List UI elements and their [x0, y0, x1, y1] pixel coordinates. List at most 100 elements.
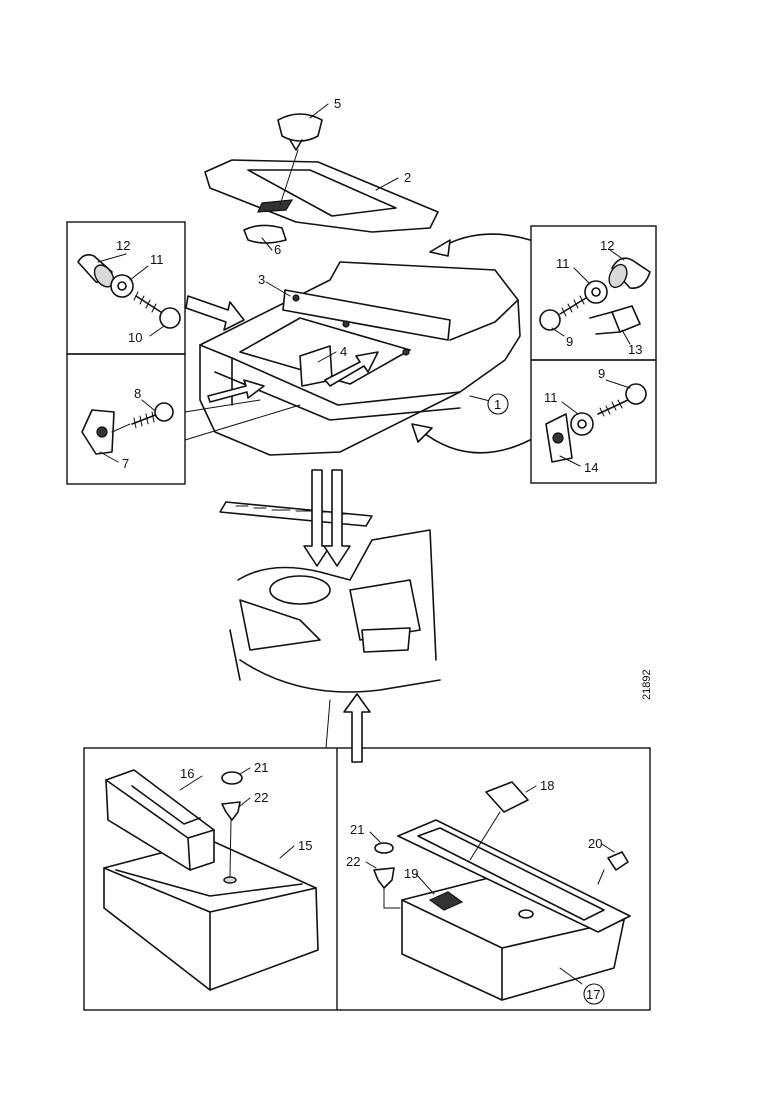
callout-11-left: 11 [150, 252, 164, 267]
door-panel [349, 579, 421, 641]
assembly-line [184, 399, 261, 413]
callout-11-right-top: 11 [556, 256, 570, 271]
hinged-lid [397, 819, 631, 933]
tray-insert-edges [105, 779, 215, 871]
cap [221, 771, 243, 785]
inset-bottom-left-frame [66, 353, 186, 485]
rail-hole [402, 348, 410, 356]
callout-16: 16 [180, 766, 194, 781]
cab-frame [237, 529, 437, 661]
tray-box-hole [223, 876, 237, 884]
spacer-sleeve-end [608, 263, 628, 289]
callout-11-right-bottom: 11 [544, 390, 558, 405]
callout-2: 2 [404, 170, 411, 185]
console-strip-detail [235, 505, 353, 515]
latch-stem [289, 139, 303, 151]
assembly-line [111, 423, 131, 433]
callout-17-circle [583, 983, 605, 1005]
assembly-line [383, 887, 401, 909]
lid-clip [243, 224, 287, 244]
callout-1-circle [487, 393, 509, 415]
screw-head [539, 309, 561, 331]
screw-shaft [131, 413, 159, 425]
storage-unit [184, 261, 521, 456]
inset-bottom-left-parts [81, 402, 174, 455]
screw-head [154, 402, 174, 422]
washer-hole [577, 419, 587, 429]
callout-leaders [97, 103, 631, 985]
callout-21-left: 21 [254, 760, 268, 775]
lid-recess [247, 169, 397, 217]
callout-15: 15 [298, 838, 312, 853]
hinge-bracket [428, 891, 464, 911]
screw-shaft [559, 297, 587, 315]
callout-3: 3 [258, 272, 265, 287]
callout-13: 13 [628, 342, 642, 357]
callout-17: 17 [586, 987, 600, 1002]
screw [607, 851, 629, 871]
screw-thread [133, 411, 155, 429]
callout-18: 18 [540, 778, 554, 793]
plug [221, 801, 241, 821]
box-hole [518, 909, 534, 919]
storage-unit-side-edge [449, 299, 519, 341]
cab-floor [239, 659, 441, 693]
callout-22-right: 22 [346, 854, 360, 869]
inset-top-right-parts [539, 257, 651, 335]
cap [374, 842, 394, 854]
screw-thread [561, 295, 585, 317]
up-arrow [343, 693, 371, 763]
clip-nut [611, 305, 641, 333]
box-body-edges [401, 899, 625, 1001]
bottom-right-parts [373, 781, 631, 1001]
screw-thread [133, 291, 157, 313]
screw-head [625, 383, 647, 405]
down-arrow-right [323, 469, 351, 567]
callout-4: 4 [340, 344, 347, 359]
inset-frames [66, 221, 657, 1011]
callouts: 5 2 6 3 4 1 12 11 10 8 7 12 11 9 13 11 9… [116, 96, 642, 1005]
storage-in-cab [361, 627, 411, 653]
callout-7: 7 [122, 456, 129, 471]
callout-14: 14 [584, 460, 598, 475]
latch-knob [277, 113, 323, 142]
screw-direction [597, 869, 605, 885]
callout-21-right: 21 [350, 822, 364, 837]
plug [373, 867, 395, 889]
clip-nut-plate [589, 311, 621, 335]
tray-insert-rib [131, 785, 201, 825]
cab-view [219, 469, 441, 763]
cab-seat-edge [229, 629, 241, 681]
curve-to-lid [439, 233, 531, 249]
callout-12-right: 12 [600, 238, 614, 253]
lid-latch [485, 781, 529, 813]
screw-shaft [135, 295, 165, 315]
arrowhead-to-unit [411, 423, 433, 443]
latch-assembly-line [279, 149, 299, 206]
callout-5: 5 [334, 96, 341, 111]
curve-to-unit [419, 429, 531, 454]
arrowhead-to-lid [429, 239, 451, 257]
bracket-direction-arrow [324, 351, 379, 387]
inset-arrows [185, 233, 531, 454]
cage-nut-hole [96, 426, 108, 438]
lid-assembly [204, 113, 439, 244]
callout-9-top: 9 [566, 334, 573, 349]
callout-8: 8 [134, 386, 141, 401]
cage-nut-hole [552, 432, 564, 444]
arrow-from-top-left-inset [185, 295, 245, 331]
callout-6: 6 [274, 242, 281, 257]
down-arrow-left [303, 469, 331, 567]
bottom-panel-frame [83, 747, 651, 1011]
inset-bottom-right-parts [545, 383, 647, 463]
tray-insert [105, 769, 215, 871]
callout-20: 20 [588, 836, 602, 851]
dashboard [239, 599, 321, 651]
washer-hole [591, 287, 601, 297]
hinged-lid-recess [417, 827, 605, 921]
figure-reference-number: 21892 [641, 669, 653, 700]
assembly-line [184, 404, 301, 441]
assembly-line [229, 819, 232, 877]
screw-head [159, 307, 181, 329]
